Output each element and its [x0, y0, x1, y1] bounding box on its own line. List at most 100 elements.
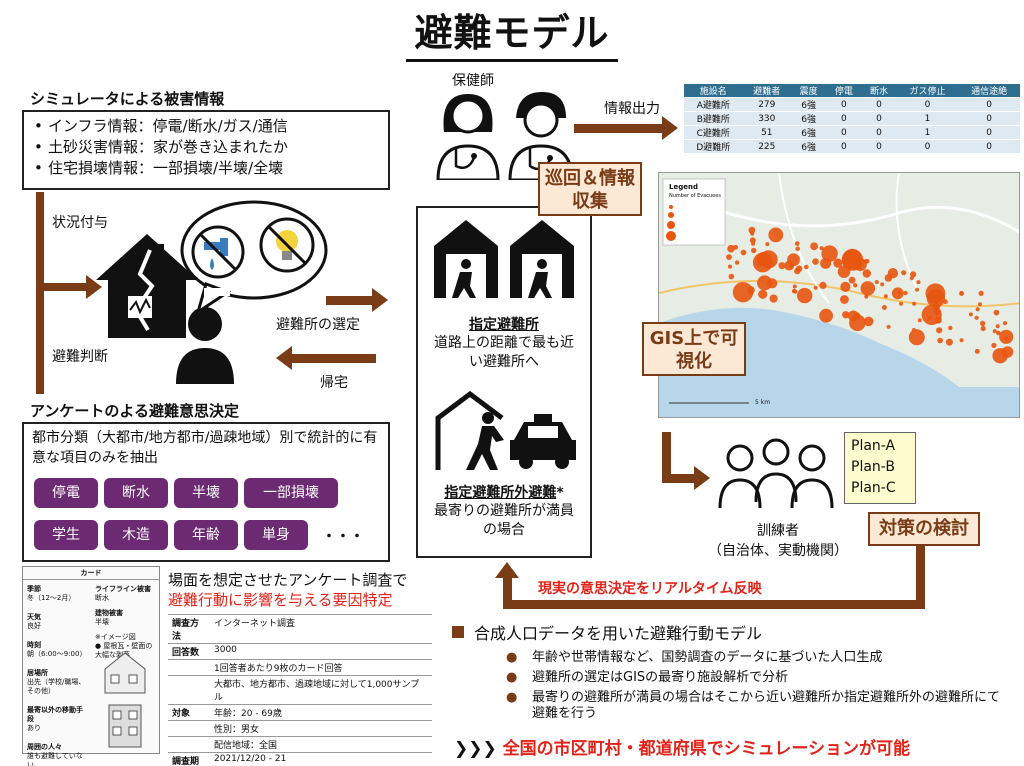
output-arrow-shaft	[574, 124, 664, 133]
evacuee-point	[794, 241, 800, 246]
evacuee-point	[855, 263, 862, 270]
factor-chip: 学生	[34, 520, 98, 550]
evacuee-point	[833, 258, 843, 268]
evacuee-point	[901, 270, 907, 276]
evacuee-point	[921, 304, 942, 325]
evacuee-point	[789, 263, 794, 268]
map-legend-sub: Number of Evacuees	[669, 193, 721, 199]
table-row: 配信地域：全国	[168, 736, 432, 753]
evacuee-point	[728, 273, 735, 280]
table-cell: 0	[861, 125, 897, 140]
output-label: 情報出力	[604, 101, 660, 117]
return-arrow-head	[276, 346, 292, 370]
table-cell: 6強	[791, 111, 827, 126]
evacuee-point	[995, 324, 1000, 329]
table-header: 停電	[826, 84, 862, 98]
designated-shelter-desc: 道路上の距離で最も近い避難所へ	[434, 335, 574, 370]
evacuee-point	[728, 264, 732, 269]
evacuee-point	[758, 289, 768, 299]
evacuee-point	[853, 283, 858, 288]
table-row: 調査方法インターネット調査	[168, 614, 432, 644]
evacuee-point	[1004, 336, 1009, 341]
person-icon	[176, 307, 234, 384]
gis-label: GIS上で可視化	[642, 322, 746, 376]
evacuee-point	[974, 348, 980, 354]
evacuee-point	[974, 315, 979, 320]
table-cell: 調査期間	[168, 752, 210, 766]
feedback-arrow-up	[503, 578, 512, 608]
gis-map: Legend Number of Evacuees 5 km	[658, 172, 1020, 418]
table-cell: C避難所	[684, 125, 743, 140]
model-bullet-square	[452, 626, 464, 638]
table-row: 性別：男女	[168, 720, 432, 737]
table-cell: 0	[826, 111, 862, 126]
evacuee-point	[751, 247, 757, 254]
table-row: 大都市、地方都市、過疎地域に対して1,000サンプル	[168, 675, 432, 705]
evacuee-point	[937, 337, 943, 344]
evacuee-point	[863, 316, 874, 327]
evacuee-point	[860, 281, 876, 296]
evacuee-point	[765, 242, 770, 247]
trainee-label: 訓練者	[757, 523, 799, 539]
table-cell: 330	[742, 111, 791, 126]
evacuee-point	[757, 275, 773, 291]
evacuee-point	[812, 258, 819, 265]
evacuee-point	[978, 302, 982, 307]
survey-title-line2: 避難行動に影響を与える要因特定	[168, 591, 393, 609]
table-cell: 279	[742, 97, 791, 112]
plan-item: Plan-C	[851, 480, 896, 496]
trainee-arrow-head	[694, 466, 710, 490]
evacuee-point	[992, 329, 997, 334]
evacuee-point	[848, 276, 856, 284]
status-label: 状況付与	[52, 215, 108, 231]
table-cell: 0	[896, 97, 959, 112]
table-cell: 0	[958, 139, 1020, 154]
measure-label: 対策の検討	[868, 512, 980, 546]
no-water-icon	[191, 225, 245, 279]
trainee-arrow-vertical	[662, 432, 671, 482]
sim-header: シミュレータによる被害情報	[30, 90, 225, 108]
trainee-sub: （自治体、実動機関）	[708, 543, 848, 559]
decision-label: 避難判断	[52, 349, 108, 365]
evacuee-point	[787, 253, 800, 267]
evacuee-point	[819, 308, 833, 323]
evacuee-point	[732, 282, 754, 303]
evacuee-point	[917, 318, 922, 323]
evacuee-point	[821, 245, 838, 262]
evacuee-point	[945, 338, 953, 346]
table-cell: インターネット調査	[210, 614, 432, 644]
evacuee-point	[813, 285, 818, 290]
evacuee-point	[933, 308, 941, 316]
table-header: 断水	[861, 84, 897, 98]
evacuee-point	[778, 262, 786, 270]
plan-item: Plan-B	[851, 459, 895, 475]
evacuee-point	[759, 250, 778, 269]
table-cell: 0	[826, 97, 862, 112]
evacuee-point	[926, 289, 946, 308]
table-cell: 配信地域：全国	[210, 736, 432, 753]
factor-chip: 年齢	[174, 520, 238, 550]
select-arrow-head	[372, 288, 388, 312]
evacuee-point	[912, 301, 917, 306]
table-cell: 0	[861, 97, 897, 112]
evacuee-point	[874, 280, 879, 284]
conclusion-text: 全国の市区町村・都道府県でシミュレーションが可能	[502, 739, 910, 759]
patrol-label: 巡回＆情報収集	[538, 162, 642, 216]
evacuee-point	[795, 246, 800, 251]
factor-chip: 単身	[244, 520, 308, 550]
evacuee-point	[820, 257, 832, 269]
evacuee-point	[1002, 321, 1008, 326]
evacuee-point	[886, 324, 891, 329]
evacuee-point	[748, 226, 756, 234]
feedback-arrow-head	[495, 562, 519, 578]
evacuee-point	[751, 241, 756, 246]
table-cell: 回答数	[168, 643, 210, 660]
card-left-fields: 季節冬（12〜2月） 天気良好 時刻朝（6:00〜9:00） 居場所出先（学校/…	[27, 585, 87, 766]
evacuee-point	[734, 260, 740, 265]
evacuee-point	[993, 309, 1000, 316]
map-legend-title: Legend	[669, 183, 698, 191]
table-cell	[168, 659, 210, 676]
